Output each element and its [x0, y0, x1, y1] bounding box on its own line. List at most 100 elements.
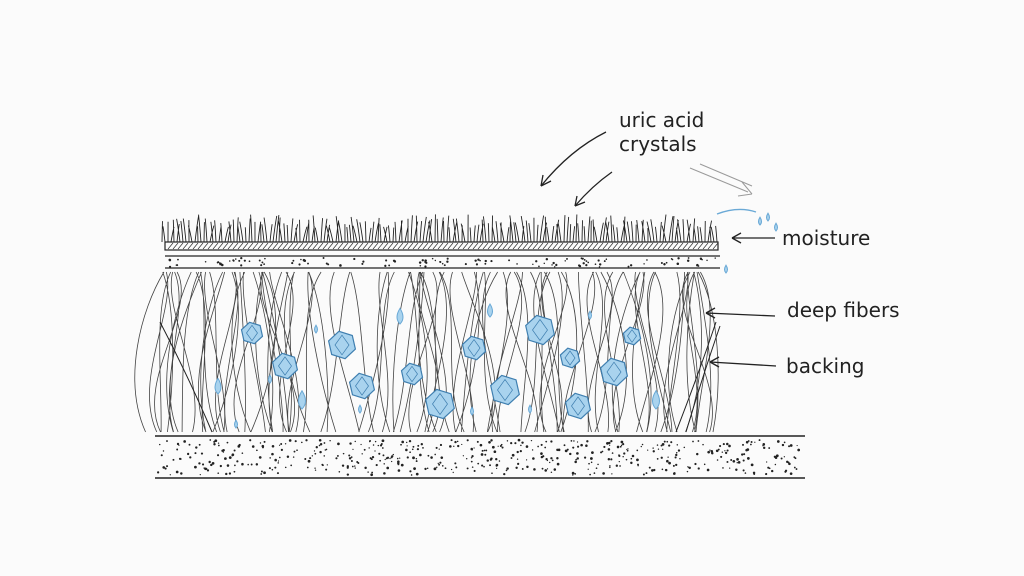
stipple-dot	[517, 462, 520, 465]
stipple-dot	[631, 454, 635, 458]
stipple-dot	[200, 452, 204, 455]
stipple-dot	[217, 444, 220, 447]
stipple-dot	[574, 460, 577, 464]
stipple-dot	[375, 463, 378, 467]
stipple-dot	[424, 259, 427, 262]
stipple-dot	[291, 262, 294, 265]
stipple-dot	[301, 441, 303, 444]
crystal	[559, 347, 581, 369]
stipple-dot	[732, 459, 736, 463]
stipple-dot	[351, 465, 354, 468]
stipple-dot	[385, 259, 388, 262]
stipple-dot	[585, 260, 588, 263]
stipple-dot	[433, 467, 437, 470]
stipple-dot	[672, 464, 675, 467]
stipple-dot	[426, 467, 429, 469]
stipple-dot	[652, 450, 655, 453]
crystal	[348, 372, 376, 400]
stipple-dot	[552, 261, 555, 265]
stipple-dot	[530, 439, 533, 442]
stipple-dot	[213, 443, 216, 446]
stipple-dot	[673, 472, 676, 475]
stipple-dot	[774, 463, 777, 466]
stipple-dot	[665, 261, 668, 264]
stipple-dot	[159, 443, 161, 446]
stipple-dot	[392, 453, 394, 456]
stipple-dot	[370, 473, 374, 477]
stipple-dot	[277, 460, 280, 462]
stipple-dot	[397, 460, 400, 463]
stipple-dot	[456, 440, 459, 443]
stipple-dot	[318, 444, 321, 447]
stipple-dot	[476, 440, 479, 443]
stipple-dot	[268, 467, 271, 470]
stipple-dot	[325, 468, 328, 471]
stipple-dot	[735, 468, 738, 471]
stipple-dot	[619, 465, 621, 467]
stipple-dot	[324, 449, 327, 451]
stipple-dot	[296, 449, 298, 452]
stipple-dot	[162, 466, 166, 469]
stipple-dot	[511, 453, 515, 457]
stipple-dot	[384, 264, 387, 268]
stipple-dot	[425, 261, 428, 264]
stipple-dot	[564, 260, 566, 262]
stipple-dot	[383, 463, 385, 465]
stipple-dot	[525, 445, 529, 448]
stipple-dot	[348, 457, 352, 460]
stipple-dot	[455, 466, 458, 469]
stipple-dot	[354, 467, 356, 469]
stipple-dot	[603, 260, 606, 263]
stipple-dot	[315, 446, 318, 449]
stipple-dot	[444, 467, 447, 470]
stipple-dot	[292, 259, 295, 262]
stipple-dot	[544, 469, 548, 472]
stipple-dot	[422, 447, 424, 449]
stipple-dot	[259, 442, 262, 444]
stipple-dot	[660, 456, 663, 459]
stipple-dot	[304, 458, 307, 461]
stipple-dot	[435, 446, 438, 449]
stipple-dot	[489, 458, 493, 461]
stipple-dot	[623, 452, 626, 455]
stipple-dot	[369, 439, 372, 442]
stipple-dot	[284, 466, 287, 469]
stipple-dot	[326, 464, 328, 466]
stipple-dot	[510, 441, 513, 445]
stipple-dot	[465, 458, 468, 460]
stipple-dot	[626, 449, 629, 452]
stipple-dot	[226, 441, 229, 444]
stipple-dot	[495, 467, 498, 470]
arrow-head	[540, 174, 552, 187]
backing-label: backing	[786, 354, 865, 378]
stipple-dot	[754, 441, 756, 443]
stipple-dot	[742, 469, 745, 472]
stipple-dot	[439, 443, 443, 447]
moisture-drop	[758, 216, 762, 226]
moisture-drop	[470, 406, 474, 416]
stipple-dot	[290, 464, 293, 467]
stipple-dot	[753, 473, 756, 475]
crystal-facet	[571, 396, 585, 416]
stipple-dot	[400, 463, 404, 467]
stipple-dot	[667, 456, 669, 458]
stipple-dot	[591, 451, 594, 454]
stipple-dot	[390, 460, 393, 463]
stipple-dot	[670, 441, 673, 444]
stipple-dot	[382, 454, 385, 457]
stipple-dot	[483, 465, 485, 468]
fiber-strands	[134, 271, 719, 433]
stipple-dot	[594, 263, 597, 266]
stipple-dot	[436, 466, 438, 469]
edge-strand	[685, 325, 721, 433]
stipple-dot	[585, 444, 588, 447]
stipple-dot	[156, 471, 160, 474]
stipple-dot	[697, 467, 700, 470]
stipple-dot	[218, 261, 220, 264]
moisture-drops	[214, 208, 778, 429]
stipple-dot	[676, 444, 679, 446]
stipple-dot	[499, 445, 502, 448]
stipple-dot	[597, 259, 600, 262]
moisture-drop	[588, 310, 592, 320]
stipple-dot	[293, 450, 296, 453]
